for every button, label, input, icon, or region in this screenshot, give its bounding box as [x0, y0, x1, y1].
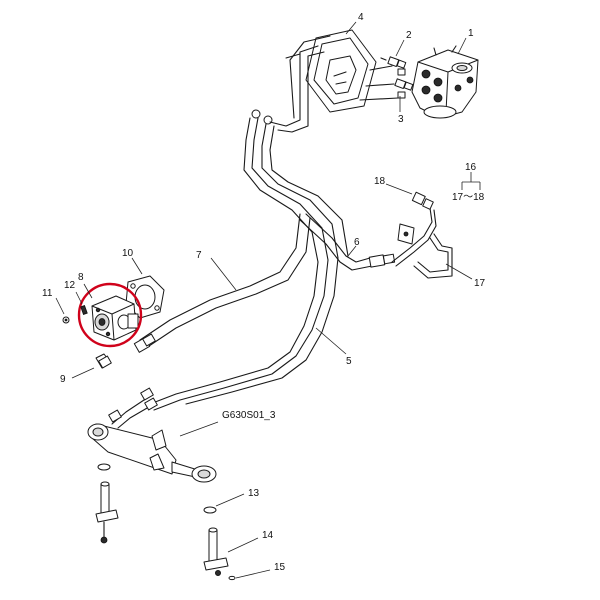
fitting-2[interactable] [380, 56, 407, 69]
callout-17: 17 [474, 278, 486, 289]
callout-14: 14 [262, 530, 274, 541]
small-fittings [397, 68, 406, 99]
washer-left [97, 463, 111, 471]
callout-7: 7 [196, 250, 202, 261]
valve-return-lines [269, 35, 399, 133]
steering-valve[interactable] [411, 45, 479, 119]
pin-left [95, 481, 119, 544]
callout-3: 3 [398, 114, 404, 125]
fitting-9[interactable] [95, 353, 112, 369]
callout-2: 2 [406, 30, 412, 41]
callout-11: 11 [42, 288, 53, 299]
callout-18: 18 [374, 176, 386, 187]
washer-13[interactable] [203, 506, 217, 514]
valve-bracket-cover[interactable] [305, 29, 377, 113]
highlight-ring [77, 282, 143, 348]
callout-10: 10 [122, 248, 134, 259]
hydraulic-hose-5[interactable] [149, 109, 349, 411]
callout-labels: 1 2 3 4 5 6 7 8 9 10 11 12 13 14 15 16 1… [42, 12, 486, 573]
hydraulic-pump-8[interactable] [91, 295, 139, 341]
callout-5: 5 [346, 356, 352, 367]
callout-6: 6 [354, 237, 360, 248]
bolt-15[interactable] [214, 570, 236, 581]
callout-16-range: 17～18 [452, 192, 485, 203]
key-12[interactable] [80, 305, 88, 315]
fitting-18[interactable] [411, 191, 434, 210]
callout-4: 4 [358, 12, 364, 23]
callout-15: 15 [274, 562, 286, 573]
cylinder-hoses [108, 387, 158, 429]
gasket-10[interactable] [125, 275, 165, 319]
nut-11[interactable] [62, 316, 70, 324]
pin-14[interactable] [203, 527, 229, 571]
drawing-code: G630S01_3 [222, 410, 276, 421]
callout-12: 12 [64, 280, 76, 291]
callout-1: 1 [468, 28, 474, 39]
fitting-3[interactable] [394, 78, 414, 91]
callout-9: 9 [60, 374, 66, 385]
pipe-17[interactable] [391, 207, 453, 279]
hydraulic-hose-7[interactable] [133, 213, 311, 353]
hydraulic-hose-6[interactable] [299, 213, 396, 271]
callout-8: 8 [78, 272, 84, 283]
callout-16: 16 [465, 162, 477, 173]
steering-cylinder[interactable] [87, 423, 217, 483]
leader-lines [55, 21, 481, 579]
callout-13: 13 [248, 488, 260, 499]
